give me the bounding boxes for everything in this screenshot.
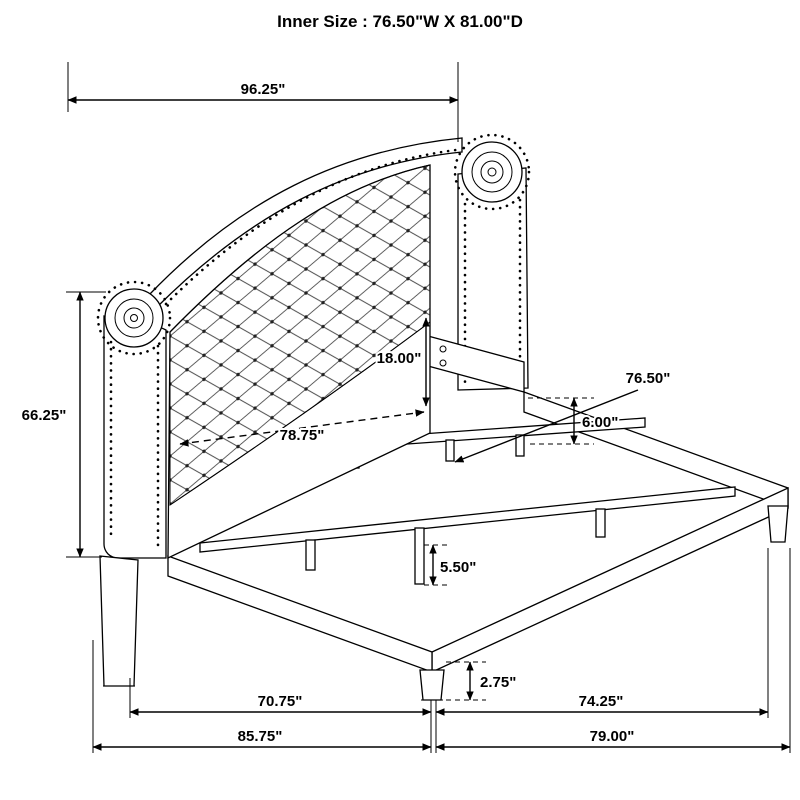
rail-leg bbox=[305, 539, 316, 571]
nailhead-trim bbox=[164, 148, 458, 306]
headboard-top-rail bbox=[147, 137, 463, 310]
far-corner-leg bbox=[767, 505, 789, 543]
headboard-leg bbox=[99, 555, 139, 687]
nailhead-ring bbox=[96, 280, 172, 356]
leader-slat-rail bbox=[454, 389, 639, 463]
inner-size-title: Inner Size : 76.50"W X 81.00"D bbox=[277, 12, 523, 31]
dim-headboard-height-label: 66.25" bbox=[22, 407, 67, 424]
headboard bbox=[96, 137, 463, 687]
bolt-hole bbox=[439, 359, 447, 367]
rail-leg-measured bbox=[414, 527, 425, 585]
right-scroll bbox=[461, 141, 523, 203]
dim-line-headboard-width bbox=[179, 409, 425, 447]
dim-slat-rail-label: 76.50" bbox=[626, 370, 671, 387]
dim-frame-left-label: 70.75" bbox=[258, 693, 303, 710]
dim-overall-right-label: 79.00" bbox=[590, 728, 635, 745]
bolt-hole bbox=[439, 345, 447, 353]
dim-overall-left-label: 85.75" bbox=[238, 728, 283, 745]
dim-headboard-width-label: 78.75" bbox=[280, 427, 325, 444]
bed-frame bbox=[167, 391, 789, 701]
dim-headboard-gap-label: 18.00" bbox=[377, 350, 422, 367]
dim-center-leg-label: 5.50" bbox=[440, 559, 476, 576]
dimension-annotations: 96.25" 66.25" 18.00" 78.75" 76.50" 6.00"… bbox=[20, 62, 791, 753]
right-scroll-post bbox=[427, 133, 531, 393]
left-post-column bbox=[103, 315, 167, 559]
center-rail-lower bbox=[199, 486, 736, 553]
rail-leg bbox=[595, 508, 606, 538]
dim-top-width-label: 96.25" bbox=[241, 81, 286, 98]
left-side-rail bbox=[167, 555, 433, 673]
rail-leg bbox=[515, 434, 525, 457]
right-side-rail bbox=[523, 391, 789, 509]
dim-foot-height-label: 2.75" bbox=[480, 674, 516, 691]
front-corner-leg bbox=[419, 669, 445, 701]
dim-side-rail-height-label: 6.00" bbox=[582, 414, 618, 431]
rail-leg bbox=[445, 439, 455, 462]
nailhead-ring bbox=[453, 133, 531, 211]
left-scroll bbox=[104, 288, 164, 348]
dim-frame-right-label: 74.25" bbox=[579, 693, 624, 710]
